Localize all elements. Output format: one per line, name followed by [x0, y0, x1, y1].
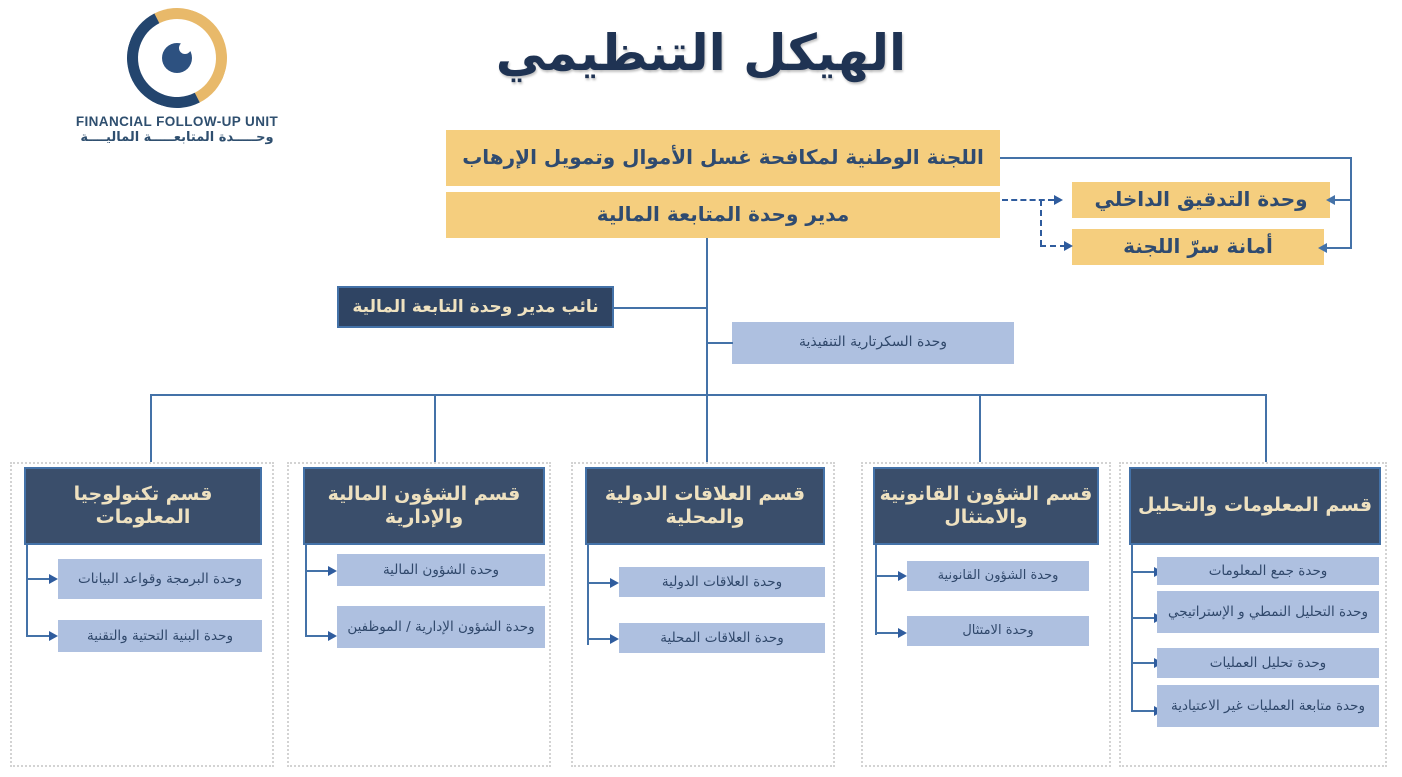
unit-link-1-1 [26, 578, 51, 580]
unit-spine-dept-2 [305, 545, 307, 637]
unit-link-5-1 [1131, 571, 1157, 573]
drop-dept-1 [150, 394, 152, 462]
department-header-legal-compliance[interactable]: قسم الشؤون القانونية والامتثال [873, 467, 1099, 545]
department-header-information-analysis[interactable]: قسم المعلومات والتحليل [1129, 467, 1381, 545]
drop-dept-2 [434, 394, 436, 462]
organization-logo: FINANCIAL FOLLOW-UP UNIT وحـــــدة المتا… [72, 0, 282, 145]
unit-spine-dept-1 [26, 545, 28, 637]
unit-arrow-3-2-icon [610, 634, 619, 644]
connector-to-secretariat [1326, 247, 1352, 249]
connector-committee-right [1000, 157, 1352, 159]
unit-box-2-2[interactable]: وحدة الشؤون الإدارية / الموظفين [337, 606, 545, 648]
executive-secretariat-box[interactable]: وحدة السكرتارية التنفيذية [732, 322, 1014, 364]
dashed-director-to-secretariat [1040, 245, 1066, 247]
column-panel-2 [287, 462, 551, 767]
unit-box-1-2[interactable]: وحدة البنية التحتية والتقنية [58, 620, 262, 652]
arrow-dashed-audit-icon [1054, 195, 1063, 205]
department-bus-line [150, 394, 1267, 396]
unit-arrow-4-2-icon [898, 628, 907, 638]
drop-dept-4 [979, 394, 981, 462]
connector-deputy [614, 307, 707, 309]
arrow-to-audit-icon [1326, 195, 1335, 205]
unit-box-5-1[interactable]: وحدة جمع المعلومات [1157, 557, 1379, 585]
unit-box-5-2[interactable]: وحدة التحليل النمطي و الإستراتيجي [1157, 591, 1379, 633]
drop-dept-5 [1265, 394, 1267, 462]
arrow-to-secretariat-icon [1318, 243, 1327, 253]
unit-director-box[interactable]: مدير وحدة المتابعة المالية [446, 192, 1000, 238]
connector-to-audit [1332, 199, 1352, 201]
unit-link-5-2 [1131, 617, 1157, 619]
connector-secretariat-exec [706, 342, 733, 344]
unit-spine-dept-3 [587, 545, 589, 645]
department-header-finance-admin[interactable]: قسم الشؤون المالية والإدارية [303, 467, 545, 545]
unit-link-3-1 [587, 582, 613, 584]
unit-box-4-1[interactable]: وحدة الشؤون القانونية [907, 561, 1089, 591]
unit-link-4-1 [875, 575, 901, 577]
column-panel-3 [571, 462, 835, 767]
national-committee-box[interactable]: اللجنة الوطنية لمكافحة غسل الأموال وتموي… [446, 130, 1000, 186]
unit-arrow-4-1-icon [898, 571, 907, 581]
page-title: الهيكل التنظيمي [495, 24, 907, 82]
main-vertical-spine [706, 238, 708, 396]
logo-english-name: FINANCIAL FOLLOW-UP UNIT [75, 114, 279, 129]
unit-arrow-2-1-icon [328, 566, 337, 576]
unit-box-2-1[interactable]: وحدة الشؤون المالية [337, 554, 545, 586]
drop-dept-3 [706, 394, 708, 462]
logo-center-dot [162, 42, 192, 73]
unit-link-2-1 [305, 570, 331, 572]
unit-link-5-4 [1131, 710, 1157, 712]
committee-secretariat-box[interactable]: أمانة سرّ اللجنة [1072, 229, 1324, 265]
logo-arabic-name: وحـــــدة المتابعـــــة الماليــــة [80, 130, 274, 145]
dashed-director-to-audit [1002, 199, 1054, 201]
unit-arrow-1-2-icon [49, 631, 58, 641]
unit-box-1-1[interactable]: وحدة البرمجة وقواعد البيانات [58, 559, 262, 599]
unit-link-4-2 [875, 632, 901, 634]
unit-box-5-3[interactable]: وحدة تحليل العمليات [1157, 648, 1379, 678]
unit-arrow-1-1-icon [49, 574, 58, 584]
unit-link-1-2 [26, 635, 51, 637]
unit-arrow-3-1-icon [610, 578, 619, 588]
column-panel-4 [861, 462, 1111, 767]
unit-spine-dept-4 [875, 545, 877, 635]
unit-link-2-2 [305, 635, 331, 637]
unit-box-3-1[interactable]: وحدة العلاقات الدولية [619, 567, 825, 597]
department-header-relations[interactable]: قسم العلاقات الدولية والمحلية [585, 467, 825, 545]
unit-box-5-4[interactable]: وحدة متابعة العمليات غير الاعتيادية [1157, 685, 1379, 727]
arrow-dashed-secretariat-icon [1064, 241, 1073, 251]
dashed-branch-spine [1040, 200, 1042, 246]
deputy-director-box[interactable]: نائب مدير وحدة التابعة المالية [337, 286, 614, 328]
unit-box-3-2[interactable]: وحدة العلاقات المحلية [619, 623, 825, 653]
unit-arrow-2-2-icon [328, 631, 337, 641]
connector-right-spine [1350, 157, 1352, 249]
department-header-it[interactable]: قسم تكنولوجيا المعلومات [24, 467, 262, 545]
column-panel-1 [10, 462, 274, 767]
internal-audit-unit-box[interactable]: وحدة التدقيق الداخلي [1072, 182, 1330, 218]
unit-box-4-2[interactable]: وحدة الامتثال [907, 616, 1089, 646]
unit-link-5-3 [1131, 662, 1157, 664]
column-panel-5 [1119, 462, 1387, 767]
circular-arrows-logo-icon [113, 0, 241, 122]
unit-link-3-2 [587, 638, 613, 640]
unit-spine-dept-5 [1131, 545, 1133, 712]
